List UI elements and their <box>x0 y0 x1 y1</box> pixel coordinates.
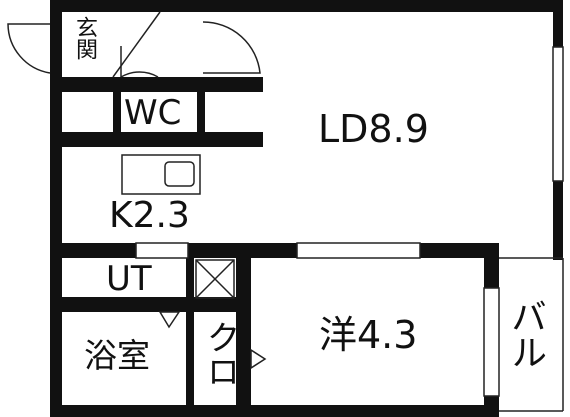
entry-step-line <box>112 11 161 78</box>
wc-left-wall <box>113 90 121 136</box>
south-wall <box>50 405 499 417</box>
sink-basin <box>164 161 195 187</box>
kitchen-sink <box>121 154 201 195</box>
room-label-ld: LD8.9 <box>318 107 429 151</box>
divider-sliding-door <box>296 242 421 259</box>
entry-doors <box>7 11 261 78</box>
west-wall <box>50 0 62 417</box>
bath-door-marker <box>158 311 181 329</box>
closet-room-wall <box>236 258 251 405</box>
room-label-closet: クロ <box>200 320 240 388</box>
sink-counter <box>121 154 201 195</box>
bath-closet-wall <box>186 258 194 405</box>
washer-cross-b <box>195 259 235 299</box>
closet-door-marker <box>250 348 267 370</box>
balcony-window <box>483 287 500 397</box>
entry-wall <box>62 77 263 92</box>
room-label-bathroom: 浴室 <box>84 336 150 375</box>
room-label-kitchen: K2.3 <box>109 195 190 236</box>
room-label-utility: UT <box>106 259 152 299</box>
door-markers <box>158 311 267 370</box>
east-window <box>552 46 564 182</box>
balcony-outline <box>499 257 564 412</box>
wc-right-wall <box>197 90 205 136</box>
wc-door-swing <box>120 71 159 78</box>
front-door-swing <box>7 23 51 74</box>
inner-door-swing <box>202 21 261 74</box>
room-label-balcony: バル <box>505 298 546 370</box>
washer-space <box>195 259 235 299</box>
window-openings <box>135 46 564 397</box>
room-label-western-room: 洋4.3 <box>319 313 418 357</box>
kitchen-opening <box>135 242 189 259</box>
room-label-wc: WC <box>124 93 182 133</box>
utility-bath-divider-wall <box>62 297 243 312</box>
living-room-divider-wall <box>62 243 499 258</box>
room-label-genkan: 玄関 <box>72 16 97 60</box>
washer-box <box>195 259 235 299</box>
north-wall <box>50 0 563 12</box>
wc-kitchen-wall <box>62 132 263 147</box>
